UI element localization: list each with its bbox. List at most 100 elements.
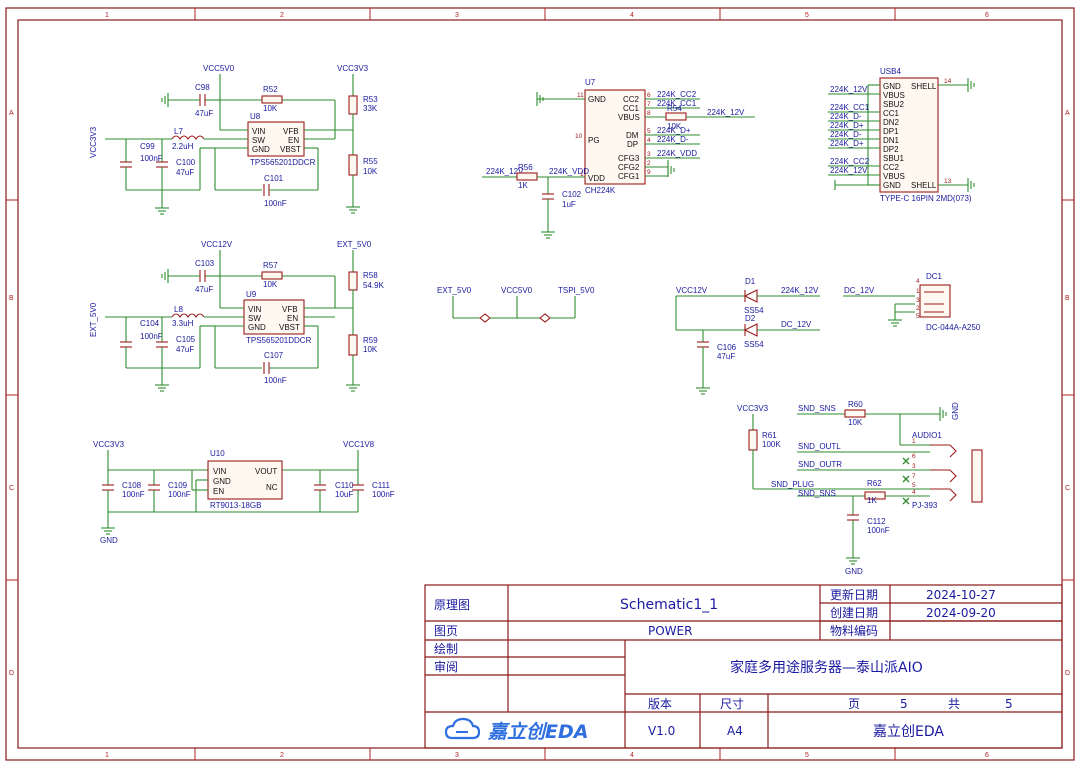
d1-part: SS54 bbox=[744, 306, 764, 315]
svg-text:5: 5 bbox=[647, 128, 651, 135]
dc1-part: DC-044A-A250 bbox=[926, 323, 981, 332]
r52-resistor[interactable] bbox=[261, 95, 283, 104]
c110-value: 10uF bbox=[335, 490, 353, 499]
ruler-row-b: B bbox=[9, 295, 14, 302]
u9-pin-vin: VIN bbox=[248, 305, 262, 314]
tb-size-label: 尺寸 bbox=[720, 697, 744, 711]
r61-resistor[interactable] bbox=[748, 429, 758, 451]
svg-text:5: 5 bbox=[916, 313, 920, 320]
c101-ref: C101 bbox=[264, 174, 284, 183]
r55-value: 10K bbox=[363, 167, 378, 176]
d1-diode[interactable] bbox=[743, 289, 758, 303]
usb4-block: USB4 TYPE-C 16PIN 2MD(073) GND VBUS SBU2… bbox=[828, 67, 975, 203]
u10-out-net: VCC1V8 bbox=[343, 440, 375, 449]
tb-total: 5 bbox=[1005, 697, 1013, 711]
net-tie-1 bbox=[479, 313, 491, 323]
u7-in12-net: 224K_12V bbox=[486, 167, 524, 176]
r60-resistor[interactable] bbox=[844, 409, 866, 418]
usb4-pin-1: GND bbox=[883, 82, 901, 91]
u9-pin-sw: SW bbox=[248, 314, 261, 323]
r55-resistor[interactable] bbox=[348, 154, 358, 176]
r56-value: 1K bbox=[518, 181, 528, 190]
u8-pin-gnd: GND bbox=[252, 145, 270, 154]
svg-text:4: 4 bbox=[912, 489, 916, 496]
r53-value: 33K bbox=[363, 104, 378, 113]
svg-text:5: 5 bbox=[912, 482, 916, 489]
r57-resistor[interactable] bbox=[261, 271, 283, 280]
usb4-pin-6: DP1 bbox=[883, 127, 899, 136]
usb4-part: TYPE-C 16PIN 2MD(073) bbox=[880, 194, 972, 203]
r53-resistor[interactable] bbox=[348, 95, 358, 115]
u8-output-net: VCC3V3 bbox=[337, 64, 369, 73]
svg-text:4: 4 bbox=[916, 278, 920, 285]
r53-ref: R53 bbox=[363, 95, 378, 104]
d1-net: 224K_12V bbox=[781, 286, 819, 295]
c112-ref: C112 bbox=[867, 517, 886, 526]
power-link-block: EXT_5V0 VCC5V0 TSPI_5V0 bbox=[437, 286, 595, 323]
u7-part: CH224K bbox=[585, 186, 616, 195]
usb4-pin-9: SBU1 bbox=[883, 154, 904, 163]
svg-text:1: 1 bbox=[916, 288, 920, 295]
link-vcc-net: VCC5V0 bbox=[501, 286, 533, 295]
svg-text:1: 1 bbox=[912, 438, 916, 445]
r56-resistor[interactable] bbox=[516, 172, 538, 181]
tb-drawn-label: 绘制 bbox=[434, 641, 458, 656]
tb-page-value: POWER bbox=[648, 624, 692, 638]
ruler-col-6-bottom: 6 bbox=[985, 752, 989, 759]
u8-buck-block: VCC5V0 C98 47uF R52 10K VCC3V3 R53 33K R… bbox=[89, 64, 378, 215]
d2-diode[interactable] bbox=[743, 323, 758, 337]
usb4-net-dn2: 224K_D- bbox=[830, 112, 862, 121]
r54-resistor[interactable] bbox=[665, 112, 687, 121]
audio1-jack[interactable] bbox=[971, 449, 983, 503]
u7-chip[interactable] bbox=[584, 89, 646, 185]
c109-ref: C109 bbox=[168, 481, 188, 490]
svg-text:7: 7 bbox=[912, 473, 916, 480]
r58-resistor[interactable] bbox=[348, 271, 358, 291]
c111-value: 100nF bbox=[372, 490, 395, 499]
l7-ref: L7 bbox=[174, 127, 183, 136]
u8-pin-vin: VIN bbox=[252, 127, 266, 136]
r57-ref: R57 bbox=[263, 261, 278, 270]
r61-ref: R61 bbox=[762, 431, 777, 440]
diode-or-block: VCC12V D1 SS54 224K_12V D2 SS54 DC_12V C… bbox=[675, 277, 820, 395]
ruler-col-4: 4 bbox=[630, 12, 634, 19]
ruler-col-3-bottom: 3 bbox=[455, 752, 459, 759]
u7-ref: U7 bbox=[585, 78, 596, 87]
r61-value: 100K bbox=[762, 440, 781, 449]
usb4-net-dp1: 224K_D+ bbox=[830, 121, 864, 130]
u10-chip[interactable] bbox=[207, 460, 283, 500]
ruler-row-c-right: C bbox=[1065, 485, 1070, 492]
tb-updated-label: 更新日期 bbox=[830, 587, 878, 602]
u8-input-net: VCC5V0 bbox=[203, 64, 235, 73]
svg-text:9: 9 bbox=[647, 169, 651, 176]
u10-ldo-block: VCC3V3 VCC1V8 U10 RT9013-18GB VIN GND EN… bbox=[93, 440, 395, 545]
c108-ref: C108 bbox=[122, 481, 142, 490]
u7-pin-cc1: CC1 bbox=[623, 104, 640, 113]
r59-resistor[interactable] bbox=[348, 334, 358, 356]
c104-ref: C104 bbox=[140, 319, 160, 328]
u8-side-net: VCC3V3 bbox=[89, 126, 98, 158]
c99-ref: C99 bbox=[140, 142, 155, 151]
tb-schematic-label: 原理图 bbox=[434, 598, 470, 612]
u8-pin-en: EN bbox=[288, 136, 299, 145]
u8-pin-vbst: VBST bbox=[280, 145, 301, 154]
audio-nc-marks bbox=[902, 457, 910, 505]
c110-ref: C110 bbox=[335, 481, 354, 490]
ruler-col-1: 1 bbox=[105, 12, 109, 19]
usb4-connector[interactable] bbox=[879, 77, 939, 193]
u7-pin-pg: PG bbox=[588, 136, 600, 145]
tb-page-label: 图页 bbox=[434, 624, 458, 638]
u10-pin-vin: VIN bbox=[213, 467, 227, 476]
r59-ref: R59 bbox=[363, 336, 378, 345]
r57-value: 10K bbox=[263, 280, 278, 289]
ruler-col-2-bottom: 2 bbox=[280, 752, 284, 759]
u9-pin-gnd: GND bbox=[248, 323, 266, 332]
u7-pin-cc2: CC2 bbox=[623, 95, 640, 104]
ruler-col-5-bottom: 5 bbox=[805, 752, 809, 759]
u7-net-cc2: 224K_CC2 bbox=[657, 90, 697, 99]
c104-value: 100nF bbox=[140, 332, 163, 341]
u7-net-vbus: 224K_12V bbox=[707, 108, 745, 117]
r59-value: 10K bbox=[363, 345, 378, 354]
c106-value: 47uF bbox=[717, 352, 735, 361]
cloud-logo-icon bbox=[444, 717, 481, 740]
